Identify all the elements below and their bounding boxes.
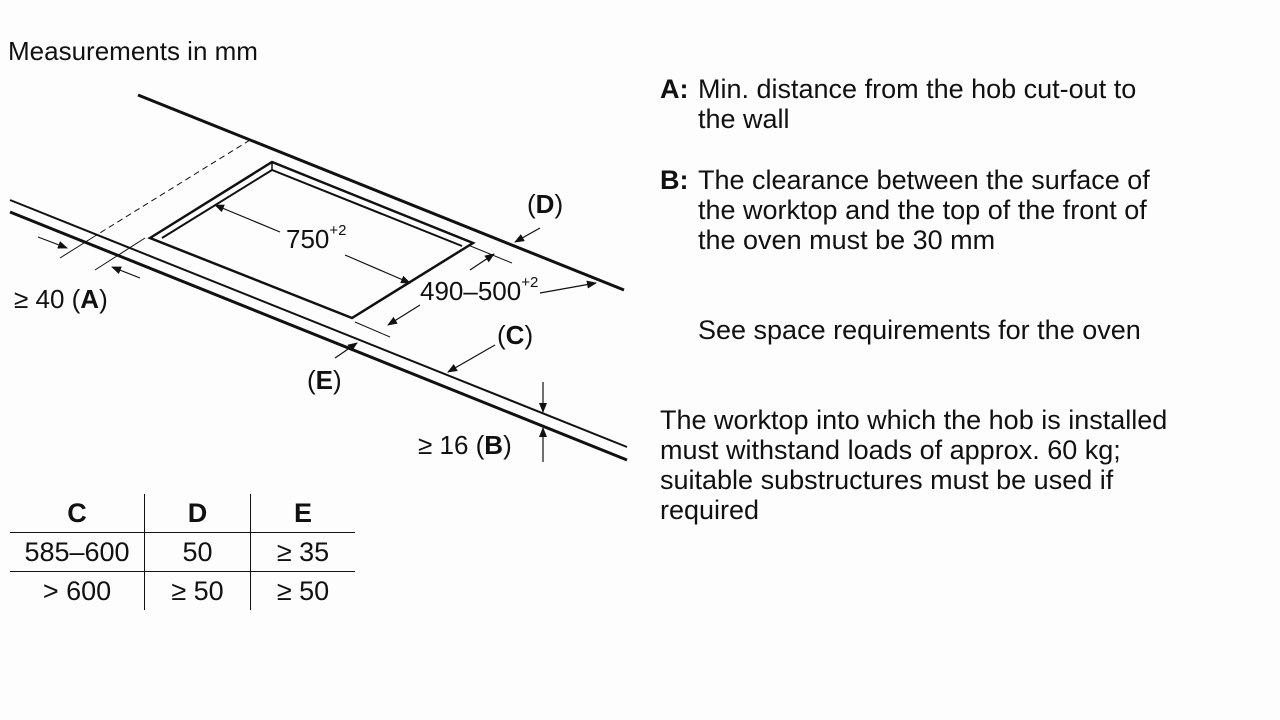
e-key: E (315, 365, 334, 395)
note-text: must withstand loads of approx. 60 kg; (660, 435, 1121, 465)
header-d: D (144, 494, 251, 533)
note-text: The worktop into which the hob is instal… (660, 405, 1168, 435)
e-label: (E) (307, 365, 342, 395)
header-c: C (10, 494, 145, 533)
cell: 50 (144, 532, 251, 572)
a-dimension-label: ≥ 40 (A) (14, 284, 108, 314)
note-b-key: B: (660, 165, 689, 195)
cell: ≥ 50 (250, 571, 355, 610)
note-text: the oven must be 30 mm (698, 225, 996, 255)
worktop-back-edge (137, 93, 625, 292)
note-text: See space requirements for the oven (698, 315, 1141, 345)
cell: ≥ 35 (250, 532, 355, 572)
a-key: A (80, 284, 100, 314)
d-key: D (535, 189, 555, 219)
table-row: > 600 ≥ 50 ≥ 50 (10, 571, 355, 610)
c-label: (C) (497, 320, 534, 350)
cell: 585–600 (10, 532, 145, 572)
cell: > 600 (42, 575, 112, 606)
note-text: The clearance between the surface of (698, 165, 1150, 195)
b-value: ≥ 16 ( (418, 430, 485, 460)
hob-cutout (147, 160, 476, 320)
table-header-row: C D E (10, 494, 355, 533)
worktop-front-top-edge (9, 199, 628, 448)
note-a: A:Min. distance from the hob cut-out to … (660, 74, 1136, 134)
note-b: B: The clearance between the surface of t… (660, 165, 1150, 255)
hob-installation-diagram (9, 93, 628, 462)
wall-dashed-line (94, 139, 251, 237)
c-key: C (505, 320, 525, 350)
width-dimension-label: 750+2 (286, 222, 347, 255)
note-space: See space requirements for the oven (660, 315, 1141, 345)
depth-value: 490–500 (420, 276, 522, 306)
width-tolerance: +2 (329, 222, 347, 239)
note-text: the wall (698, 104, 790, 134)
header-e: E (250, 494, 355, 533)
d-label: (D) (527, 189, 564, 219)
table-row: 585–600 50 ≥ 35 (10, 532, 355, 572)
width-value: 750 (286, 224, 330, 254)
b-key: B (484, 430, 504, 460)
page-title: Measurements in mm (8, 36, 258, 66)
clearance-table: C D E 585–600 50 ≥ 35 > 600 ≥ 50 ≥ 50 (10, 494, 355, 610)
depth-dimension-label: 490–500+2 (420, 274, 539, 307)
note-a-key: A: (660, 74, 689, 104)
b-dimension-label: ≥ 16 (B) (418, 430, 512, 460)
depth-tolerance: +2 (521, 274, 539, 291)
a-value: ≥ 40 ( (14, 284, 81, 314)
note-text: suitable substructures must be used if (660, 465, 1114, 495)
cell: ≥ 50 (144, 571, 251, 610)
note-text: Min. distance from the hob cut-out to (698, 74, 1137, 104)
note-text: required (660, 495, 760, 525)
note-load: The worktop into which the hob is instal… (660, 405, 1167, 525)
note-text: the worktop and the top of the front of (698, 195, 1147, 225)
worktop-front-bottom-edge (9, 210, 628, 462)
